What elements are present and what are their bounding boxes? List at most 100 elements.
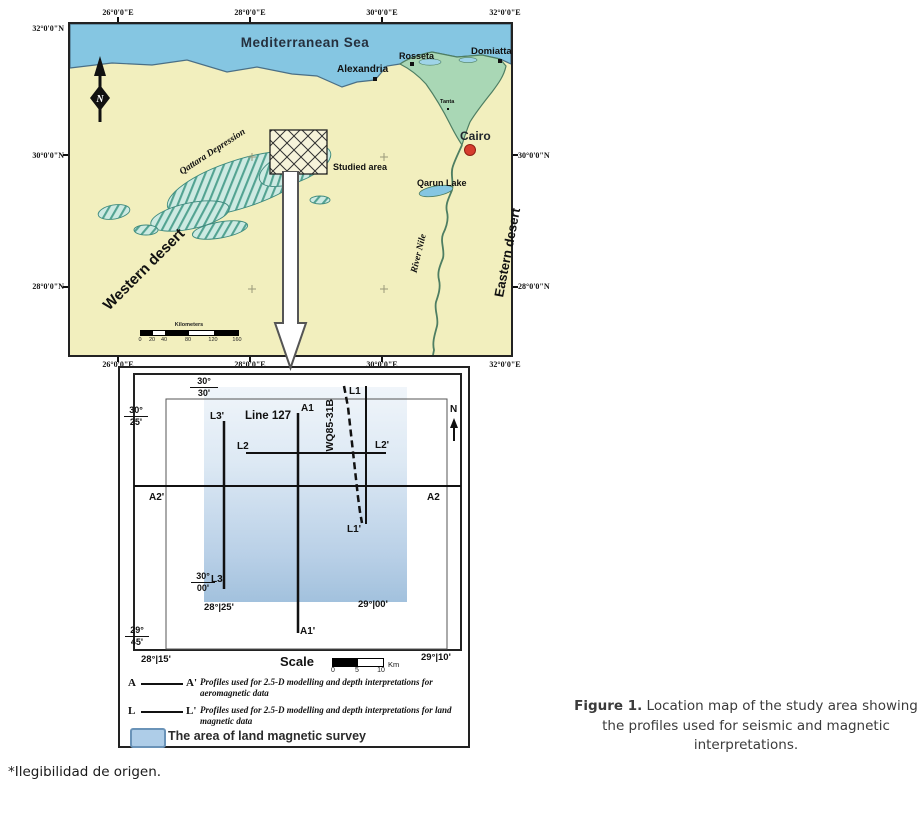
detail-scale-unit: Km — [388, 660, 400, 669]
legend-L-text: Profiles used for 2.5-D modelling and de… — [200, 705, 452, 726]
studied-area-box — [269, 129, 328, 175]
qarun-lake-shape — [418, 184, 454, 198]
coord-minutes: 25' — [129, 416, 143, 427]
axis-tick — [117, 357, 119, 362]
tanta-marker — [447, 108, 449, 110]
scalebar-title: Kilometers — [174, 322, 204, 328]
coord-degrees: 30° — [124, 405, 148, 417]
coord-degrees: 29° — [125, 625, 149, 637]
detail-map-lines — [133, 373, 462, 651]
legend-L-start: L — [128, 705, 136, 717]
figure-caption-label: Figure 1. — [574, 698, 643, 714]
scalebar-segment — [189, 331, 214, 335]
axis-label-left-28n: 28°0'0"N — [32, 282, 64, 291]
axis-tick — [63, 286, 68, 288]
label-L2-prime: L2' — [375, 440, 390, 451]
axis-label-bottom-32e: 32°0'0"E — [489, 360, 521, 369]
coord-lon-outer-left: 28°|15' — [141, 654, 171, 665]
cairo-marker — [464, 144, 476, 156]
legend-survey-area-label: The area of land magnetic survey — [168, 729, 366, 743]
scalebar-tick: 10 — [377, 667, 385, 674]
axis-tick — [513, 286, 518, 288]
scalebar-tick: 5 — [355, 667, 359, 674]
coord-degrees: 30° — [191, 571, 215, 583]
legend-A-end: A' — [186, 677, 197, 689]
rosseta-marker — [410, 62, 414, 66]
axis-label-right-30n: 30°0'0"N — [518, 151, 550, 160]
axis-label-left-32n: 32°0'0"N — [32, 24, 64, 33]
scalebar-segment — [358, 659, 383, 666]
axis-label-left-30n: 30°0'0"N — [32, 151, 64, 160]
coord-minutes: 00' — [196, 582, 210, 593]
figure-caption-text: Location map of the study area showing t… — [602, 698, 918, 754]
axis-label-top-26e: 26°0'0"E — [102, 8, 134, 17]
legend-line-L — [141, 711, 183, 713]
axis-label-bottom-28e: 28°0'0"E — [234, 360, 266, 369]
label-studied-area: Studied area — [333, 162, 388, 172]
detail-scalebar — [332, 658, 384, 667]
scalebar-tick: 80 — [184, 337, 192, 343]
scalebar-tick: 160 — [232, 337, 242, 343]
river-nile-shape — [432, 144, 463, 355]
scalebar-tick: 40 — [160, 337, 168, 343]
label-cairo: Cairo — [460, 129, 491, 143]
legend-A-start: A — [128, 677, 136, 689]
coord-lat-30-30: 30° 30' — [190, 376, 218, 399]
label-qarun-lake: Qarun Lake — [417, 178, 467, 188]
scalebar — [140, 330, 239, 336]
north-arrow-icon — [90, 56, 110, 122]
scalebar-tick: 120 — [208, 337, 218, 343]
axis-tick — [381, 17, 383, 22]
label-L3: L3 — [211, 574, 223, 585]
coord-lat-30-00: 30° 00' — [191, 571, 215, 594]
coord-lon-outer-right: 29°|10' — [421, 652, 451, 663]
zoom-arrow-icon — [273, 171, 308, 371]
label-A1: A1 — [301, 403, 314, 414]
coord-minutes: 45' — [130, 636, 144, 647]
coord-lat-30-25: 30° 25' — [124, 405, 148, 428]
alexandria-marker — [373, 77, 377, 81]
label-A2-prime: A2' — [149, 492, 165, 503]
scalebar-tick: 0 — [331, 667, 335, 674]
coord-lon-inner-left: 28°|25' — [204, 602, 234, 613]
delta-lagoon — [418, 58, 442, 66]
label-L1-prime: L1' — [347, 524, 362, 535]
label-alexandria: Alexandria — [337, 64, 389, 75]
scalebar-segment — [214, 331, 238, 335]
label-tanta: Tanta — [440, 99, 455, 105]
footnote: *Ilegibilidad de origen. — [8, 764, 162, 780]
label-seismic-line: WQ85-31B — [323, 399, 336, 452]
label-rosseta: Rosseta — [399, 51, 435, 61]
label-A1-prime: A1' — [300, 626, 316, 637]
land-magnetic-survey-area — [204, 387, 407, 602]
label-A2: A2 — [427, 492, 440, 503]
detail-figure: L3' Line 127 A1 L1 WQ85-31B L2 L2' A2' A… — [118, 366, 470, 748]
legend-line-A — [141, 683, 183, 685]
label-line-127: Line 127 — [245, 410, 292, 422]
scalebar-tick: 0 — [138, 337, 142, 343]
scalebar-segment — [141, 331, 153, 335]
scalebar-tick: 20 — [148, 337, 156, 343]
axis-tick — [513, 154, 518, 156]
axis-label-top-28e: 28°0'0"E — [234, 8, 266, 17]
coord-degrees: 30° — [190, 376, 218, 388]
axis-label-top-32e: 32°0'0"E — [489, 8, 521, 17]
graticule-marks — [248, 153, 388, 293]
label-mediterranean-sea: Mediterranean Sea — [240, 35, 370, 50]
detail-scale-label: Scale — [280, 654, 314, 669]
figure-caption: Figure 1. Location map of the study area… — [570, 697, 922, 756]
scalebar-segment — [165, 331, 189, 335]
axis-tick — [249, 357, 251, 362]
domiatta-marker — [498, 59, 502, 63]
detail-north-arrow-icon — [450, 418, 458, 441]
coord-lat-29-45: 29° 45' — [125, 625, 149, 648]
axis-tick — [249, 17, 251, 22]
detail-inner-frame — [165, 398, 448, 650]
delta-lagoon — [458, 57, 478, 63]
seismic-line-WQ85-31B — [342, 385, 364, 524]
axis-tick — [63, 154, 68, 156]
axis-tick — [117, 17, 119, 22]
coord-lon-inner-right: 29°|00' — [358, 599, 388, 610]
legend-L-end: L' — [186, 705, 197, 717]
